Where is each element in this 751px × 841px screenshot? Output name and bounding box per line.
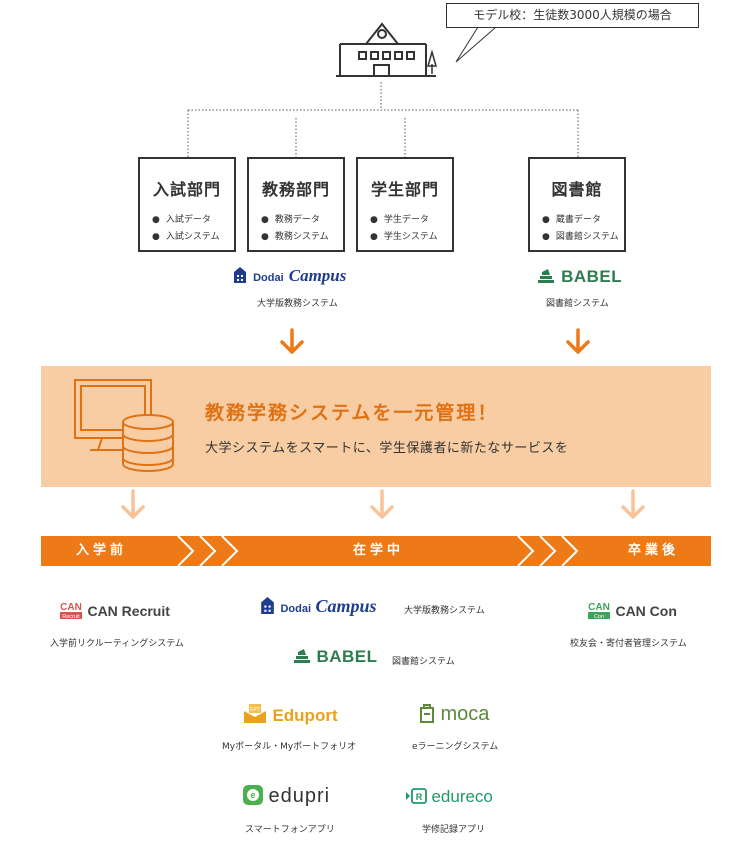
- campus-product-caption: 大学版教務システム: [404, 606, 485, 616]
- babel-logo: BABEL: [536, 267, 622, 287]
- logo-prefix: Dodai: [253, 272, 284, 284]
- callout-pointer: [455, 26, 497, 63]
- product-name: CAN Con: [615, 603, 677, 619]
- logo-prefix: Dodai: [280, 603, 312, 615]
- school-building-icon: [336, 22, 437, 77]
- babel-product-caption: 図書館システム: [392, 657, 455, 667]
- logo-text: BABEL: [561, 267, 623, 286]
- eduport-caption: Myポータル・Myポートフォリオ: [222, 742, 357, 752]
- babel-product-logo: BABEL: [292, 647, 378, 667]
- moca-caption: eラーニングシステム: [412, 742, 499, 752]
- product-name: edureco: [431, 787, 493, 806]
- campus-caption: 大学版教務システム: [257, 299, 338, 309]
- product-name: CAN Recruit: [87, 603, 170, 619]
- dept-item: 入試システム: [152, 229, 234, 246]
- dept-item: 入試データ: [152, 212, 234, 229]
- book-stack-icon: [538, 269, 554, 283]
- moca-logo: moca: [418, 702, 489, 726]
- dept-admissions: 入試部門 入試データ 入試システム: [138, 157, 236, 252]
- can-badge-bottom: Recruit: [62, 614, 80, 620]
- dept-item: 学生システム: [370, 229, 452, 246]
- edureco-caption: 学修記録アプリ: [422, 825, 486, 835]
- banner-subtitle: 大学システムをスマートに、学生保護者に新たなサービスを: [205, 441, 569, 456]
- dept-title: 図書館: [551, 180, 603, 199]
- model-school-callout: モデル校：生徒数3000人規模の場合: [446, 3, 699, 28]
- eduport-badge-icon: EPT: [244, 704, 266, 723]
- banner-title: 教務学務システムを一元管理！: [205, 402, 499, 424]
- dodai-campus-logo: Dodai Campus: [232, 266, 346, 286]
- dept-item: 学生データ: [370, 212, 452, 229]
- arrow-down-light-icon: [121, 489, 145, 519]
- edupri-badge-text: e: [250, 790, 255, 800]
- edureco-badge-text: R: [416, 792, 423, 802]
- edureco-badge-icon: R: [406, 788, 427, 804]
- phase-enrolled: 在学中: [353, 543, 405, 558]
- dept-title: 入試部門: [152, 180, 221, 199]
- dept-item: 蔵書データ: [542, 212, 624, 229]
- timeline-chevrons: [177, 536, 579, 566]
- dept-item: 図書館システム: [542, 229, 624, 246]
- logo-main: Campus: [288, 266, 347, 285]
- can-recruit-badge-icon: CAN Recruit: [60, 602, 82, 620]
- campus-building-icon: [261, 597, 274, 614]
- eduport-logo: EPT Eduport: [242, 703, 338, 726]
- can-badge-bottom: Con: [594, 614, 604, 620]
- org-connector-lines: [187, 82, 579, 157]
- phase-after-graduation: 卒業後: [628, 543, 680, 558]
- can-con-logo: CAN Con CAN Con: [587, 600, 677, 621]
- edureco-logo: R edureco: [405, 787, 493, 807]
- dept-item: 教務データ: [261, 212, 343, 229]
- can-badge-top: CAN: [588, 602, 610, 613]
- computer-database-icon: [74, 379, 174, 472]
- product-name: Eduport: [272, 706, 338, 725]
- eduport-badge-text: EPT: [250, 707, 260, 713]
- babel-caption: 図書館システム: [546, 299, 609, 309]
- product-name: moca: [440, 703, 490, 725]
- logo-text: BABEL: [316, 647, 378, 666]
- edupri-logo: e edupri: [242, 784, 330, 808]
- campus-building-icon: [234, 267, 246, 283]
- arrow-down-icon: [280, 328, 304, 354]
- timeline-bar: [41, 536, 711, 566]
- dept-library: 図書館 蔵書データ 図書館システム: [528, 157, 626, 252]
- dept-student-affairs: 学生部門 学生データ 学生システム: [356, 157, 454, 252]
- can-con-badge-icon: CAN Con: [588, 602, 610, 620]
- phase-before-enrollment: 入学前: [76, 543, 128, 558]
- arrow-down-icon: [566, 328, 590, 354]
- arrow-down-light-icon: [370, 489, 394, 519]
- can-con-caption: 校友会・寄付者管理システム: [570, 639, 687, 649]
- edupri-badge-icon: e: [243, 785, 263, 805]
- book-stack-icon: [294, 649, 310, 663]
- dept-academic-affairs: 教務部門 教務データ 教務システム: [247, 157, 345, 252]
- dept-title: 学生部門: [370, 180, 439, 199]
- moca-bag-icon: [420, 704, 434, 723]
- edupri-caption: スマートフォンアプリ: [245, 825, 335, 835]
- can-badge-top: CAN: [60, 602, 82, 613]
- can-recruit-caption: 入学前リクルーティングシステム: [50, 639, 184, 649]
- arrow-down-light-icon: [621, 489, 645, 519]
- logo-main: Campus: [315, 596, 377, 616]
- dept-title: 教務部門: [261, 180, 330, 199]
- dept-item: 教務システム: [261, 229, 343, 246]
- dodai-campus-product-logo: Dodai Campus: [259, 596, 377, 617]
- can-recruit-logo: CAN Recruit CAN Recruit: [59, 600, 170, 621]
- product-name: edupri: [268, 785, 331, 807]
- callout-text: モデル校：生徒数3000人規模の場合: [473, 8, 672, 22]
